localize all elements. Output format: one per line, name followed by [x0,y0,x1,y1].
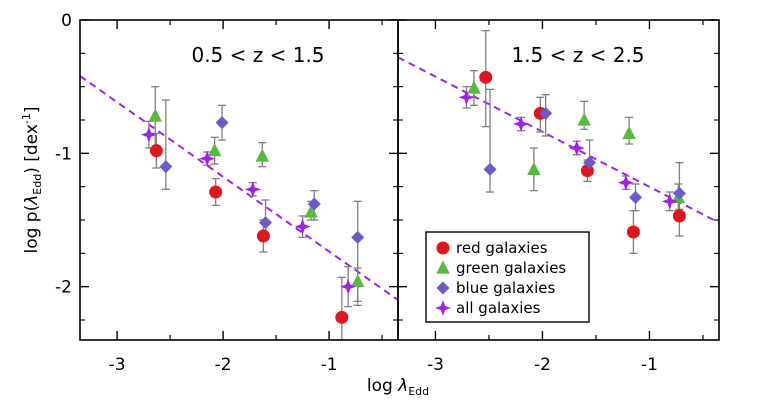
panel-1-title: 0.5 < z < 1.5 [191,43,324,67]
data-point-green [577,112,591,126]
legend-label-blue: blue galaxies [456,279,556,297]
x-tick-label: -3 [427,355,444,375]
legend-label-red: red galaxies [456,239,548,257]
data-point-all [199,150,216,167]
x-tick-label: -1 [641,355,658,375]
fit-line [80,75,398,301]
data-point-red [672,209,686,223]
legend: red galaxies green galaxies blue galaxie… [425,231,590,323]
data-point-red [335,310,349,324]
data-point-red [149,144,163,158]
fit-line [398,56,719,224]
legend-label-green: green galaxies [456,259,566,277]
x-tick-label: -3 [109,355,126,375]
y-tick-label: -1 [55,144,72,164]
data-point-blue [539,106,553,120]
data-point-green [207,143,222,157]
panel-2-title: 1.5 < z < 2.5 [511,43,644,67]
panel-2-frame [397,19,720,341]
legend-marker-all [435,300,451,316]
data-point-blue [483,162,497,176]
x-tick-labels-panel-2: -3 -2 -1 [427,355,658,375]
x-tick-labels-panel-1: -3 -2 -1 [109,355,338,375]
data-point-green [148,108,163,122]
panel-1: 0.5 < z < 1.5 [79,19,399,341]
data-point-all [244,181,261,198]
data-point-red [479,70,493,84]
panel-2-marks [398,30,719,254]
data-point-all [340,278,357,295]
legend-marker-green [436,260,450,274]
data-point-green [527,161,541,175]
x-tick-label: -2 [215,355,232,375]
data-point-blue [259,216,272,230]
y-tick-label: 0 [61,11,72,31]
data-point-green [255,148,270,162]
data-point-all [661,193,678,210]
y-tick-label: -2 [55,278,72,298]
data-point-all [617,174,634,191]
data-point-green [350,273,365,287]
data-point-all [568,140,585,156]
data-point-green [304,204,318,218]
y-tick-labels: 0 -1 -2 [55,11,72,298]
data-point-all [140,126,157,143]
data-point-all [458,89,475,106]
panel-1-marks [80,75,398,340]
data-point-red [209,185,223,199]
y-axis-title: log p(λEdd) [dex-1] [20,106,44,253]
legend-marker-red [436,241,450,255]
data-point-blue [629,190,643,204]
data-point-red [256,229,270,243]
panel-1-frame [79,19,399,341]
panel-1-ticks [80,19,398,340]
data-point-blue [307,197,321,211]
data-point-blue [351,230,365,244]
legend-box [425,231,590,323]
legend-markers [435,241,451,316]
data-point-green [622,125,636,139]
data-point-all [513,116,530,132]
legend-label-all: all galaxies [456,299,541,317]
legend-marker-blue [436,281,450,295]
x-tick-label: -2 [534,355,551,375]
data-point-all [294,218,311,235]
data-point-red [626,225,640,239]
data-point-blue [215,116,229,130]
panel-2: 1.5 < z < 2.5 [397,19,720,341]
data-point-green [467,80,481,94]
data-point-blue [583,156,597,170]
x-axis-title: log λEdd [367,376,429,398]
data-point-blue [672,186,686,200]
x-tick-label: -1 [321,355,338,375]
data-point-blue [159,160,173,174]
